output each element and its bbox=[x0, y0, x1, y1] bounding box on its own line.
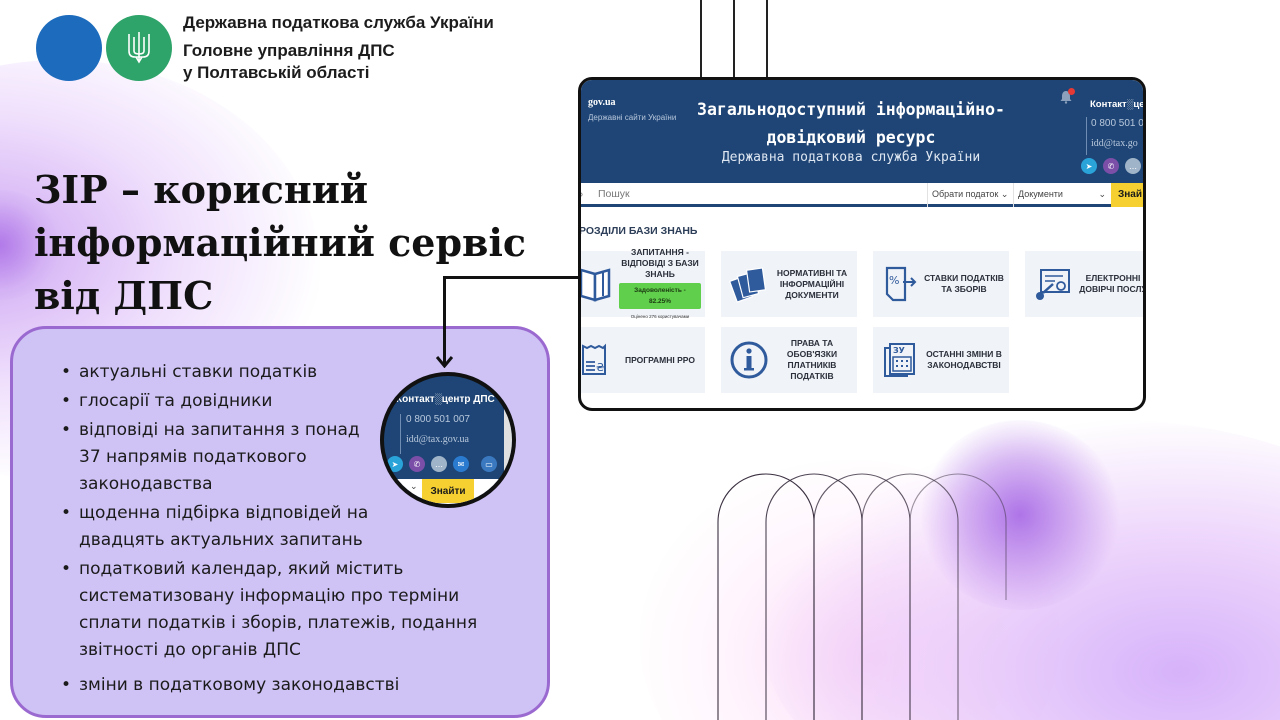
tile-label: ПРАВА ТА ОБОВ'ЯЗКИ ПЛАТНИКІВ ПОДАТКІВ bbox=[786, 338, 838, 381]
connector-line bbox=[443, 276, 446, 364]
feature-item: щоденна підбірка відповідей на двадцять … bbox=[61, 500, 391, 554]
search-input[interactable]: Пошук bbox=[598, 188, 630, 200]
search-button[interactable]: Знай bbox=[1111, 183, 1143, 207]
decorative-line bbox=[700, 0, 702, 80]
tile-trust-services[interactable]: ЕЛЕКТРОННІ ДОВІРЧІ ПОСЛУ bbox=[1025, 251, 1146, 317]
tile-latest-changes[interactable]: ЗУ ОСТАННІ ЗМІНИ В ЗАКОНОДАВСТВІ bbox=[873, 327, 1009, 393]
tile-software-rro[interactable]: ₴ ПРОГРАМНІ РРО bbox=[581, 327, 705, 393]
callout-search-button[interactable]: Знайти bbox=[422, 479, 474, 503]
page-title: ЗІР – корисний інформаційний сервіс від … bbox=[34, 163, 554, 322]
notification-badge bbox=[1068, 88, 1075, 95]
rating-note: Оцінено 276 користувачами bbox=[630, 313, 690, 319]
tile-label: ЕЛЕКТРОННІ ДОВІРЧІ ПОСЛУ bbox=[1079, 273, 1146, 294]
callout-title: Контакт░центр ДПС bbox=[396, 394, 495, 405]
kb-sections-title: РОЗДІЛИ БАЗИ ЗНАНЬ bbox=[579, 225, 698, 237]
decorative-arches bbox=[717, 473, 1007, 720]
calendar-law-icon: ЗУ bbox=[884, 343, 915, 377]
tile-qa[interactable]: ЗАПИТАННЯ - ВІДПОВІДІ З БАЗИ ЗНАНЬ Задов… bbox=[581, 247, 705, 319]
documents-icon bbox=[728, 267, 767, 303]
tile-label: ОСТАННІ ЗМІНИ В ЗАКОНОДАВСТВІ bbox=[926, 349, 1002, 370]
svg-text:%: % bbox=[889, 274, 899, 287]
telegram-icon[interactable]: ➤ bbox=[387, 456, 403, 472]
contact-center-callout: Контакт░центр ДПС 0 800 501 007 idd@tax.… bbox=[380, 372, 516, 508]
gov-ua-link[interactable]: gov.ua bbox=[588, 97, 616, 108]
feature-item: глосарії та довідники bbox=[61, 388, 511, 415]
feature-item: відповіді на запитання з понад 37 напрям… bbox=[61, 417, 381, 498]
organization-name: Державна податкова служба України Головн… bbox=[183, 12, 494, 84]
callout-phone: 0 800 501 007 bbox=[406, 414, 470, 425]
blue-circle-icon bbox=[36, 15, 102, 81]
org-line-1: Державна податкова служба України bbox=[183, 13, 494, 32]
feature-item: актуальні ставки податків bbox=[61, 359, 511, 386]
tile-rights-obligations[interactable]: ПРАВА ТА ОБОВ'ЯЗКИ ПЛАТНИКІВ ПОДАТКІВ bbox=[721, 327, 857, 393]
documents-select-value: Документи bbox=[1018, 189, 1063, 199]
site-subtitle: Державна податкова служба України bbox=[721, 150, 981, 165]
svg-text:ЗУ: ЗУ bbox=[893, 346, 905, 355]
info-icon bbox=[730, 341, 768, 379]
svg-text:₴: ₴ bbox=[596, 361, 605, 374]
connector-line bbox=[443, 276, 579, 279]
screen-icon[interactable]: ▭ bbox=[481, 456, 497, 472]
feature-item: податковий календар, який містить систем… bbox=[61, 556, 511, 664]
arrow-down-icon bbox=[436, 356, 453, 368]
tile-label: НОРМАТИВНІ ТА ІНФОРМАЦІЙНІ ДОКУМЕНТИ bbox=[776, 267, 848, 300]
chevron-down-icon: ⌄ bbox=[1000, 189, 1009, 199]
trident-icon bbox=[106, 15, 172, 81]
title-line-2: інформаційний сервіс bbox=[34, 220, 527, 265]
decorative-line bbox=[766, 0, 768, 80]
chevron-down-icon: ⌄ bbox=[410, 482, 418, 492]
email-icon[interactable]: ✉ bbox=[453, 456, 469, 472]
decorative-line bbox=[733, 0, 735, 80]
features-list: актуальні ставки податків глосарії та до… bbox=[61, 359, 511, 701]
book-icon bbox=[581, 268, 611, 302]
tile-label: СТАВКИ ПОДАТКІВ ТА ЗБОРІВ bbox=[924, 273, 1004, 294]
chevron-down-icon: ⌄ bbox=[1098, 189, 1106, 199]
website-screenshot: gov.ua Державні сайти України Загальнодо… bbox=[578, 77, 1146, 411]
callout-email: idd@tax.gov.ua bbox=[406, 434, 469, 445]
chat-icon[interactable]: … bbox=[431, 456, 447, 472]
contact-title: Контакт░це bbox=[1090, 99, 1145, 110]
site-title: Загальнодоступний інформаційно- довідков… bbox=[681, 96, 1021, 152]
tax-select[interactable]: Обрати податок ⌄ bbox=[927, 183, 1013, 207]
tile-normative-docs[interactable]: НОРМАТИВНІ ТА ІНФОРМАЦІЙНІ ДОКУМЕНТИ bbox=[721, 251, 857, 317]
title-line-1: ЗІР – корисний bbox=[34, 167, 369, 212]
org-line-3: у Полтавській області bbox=[183, 63, 370, 82]
documents-select[interactable]: Документи ⌄ bbox=[1013, 183, 1111, 207]
viber-icon[interactable]: ✆ bbox=[409, 456, 425, 472]
feature-item: зміни в податковому законодавстві bbox=[61, 672, 511, 699]
certificate-key-icon bbox=[1036, 269, 1070, 300]
dps-logo bbox=[36, 15, 176, 81]
tile-tax-rates[interactable]: % СТАВКИ ПОДАТКІВ ТА ЗБОРІВ bbox=[873, 251, 1009, 317]
telegram-icon[interactable]: ➤ bbox=[1081, 158, 1097, 174]
receipt-icon: ₴ bbox=[582, 343, 606, 375]
tax-select-value: Обрати податок bbox=[932, 189, 999, 199]
contact-email[interactable]: idd@tax.go bbox=[1091, 138, 1138, 149]
percent-document-icon: % bbox=[885, 266, 917, 302]
contact-phone[interactable]: 0 800 501 0 bbox=[1091, 118, 1144, 129]
gov-ua-subtitle: Державні сайти України bbox=[588, 113, 677, 122]
site-title-line-1: Загальнодоступний інформаційно- bbox=[697, 100, 1005, 119]
viber-icon[interactable]: ✆ bbox=[1103, 158, 1119, 174]
search-icon: ⌕ bbox=[581, 187, 584, 202]
search-bar: ⌕ Пошук Обрати податок ⌄ Документи ⌄ Знай bbox=[581, 183, 1143, 207]
tile-label: ПРОГРАМНІ РРО bbox=[625, 354, 695, 365]
title-line-3: від ДПС bbox=[34, 273, 214, 318]
tile-label: ЗАПИТАННЯ - ВІДПОВІДІ З БАЗИ ЗНАНЬ bbox=[621, 246, 699, 279]
site-header: gov.ua Державні сайти України Загальнодо… bbox=[581, 80, 1143, 183]
chat-icon[interactable]: … bbox=[1125, 158, 1141, 174]
site-title-line-2: довідковий ресурс bbox=[766, 128, 936, 147]
org-line-2: Головне управління ДПС bbox=[183, 41, 395, 60]
satisfaction-badge: Задоволеність - 82.25% bbox=[619, 282, 701, 309]
